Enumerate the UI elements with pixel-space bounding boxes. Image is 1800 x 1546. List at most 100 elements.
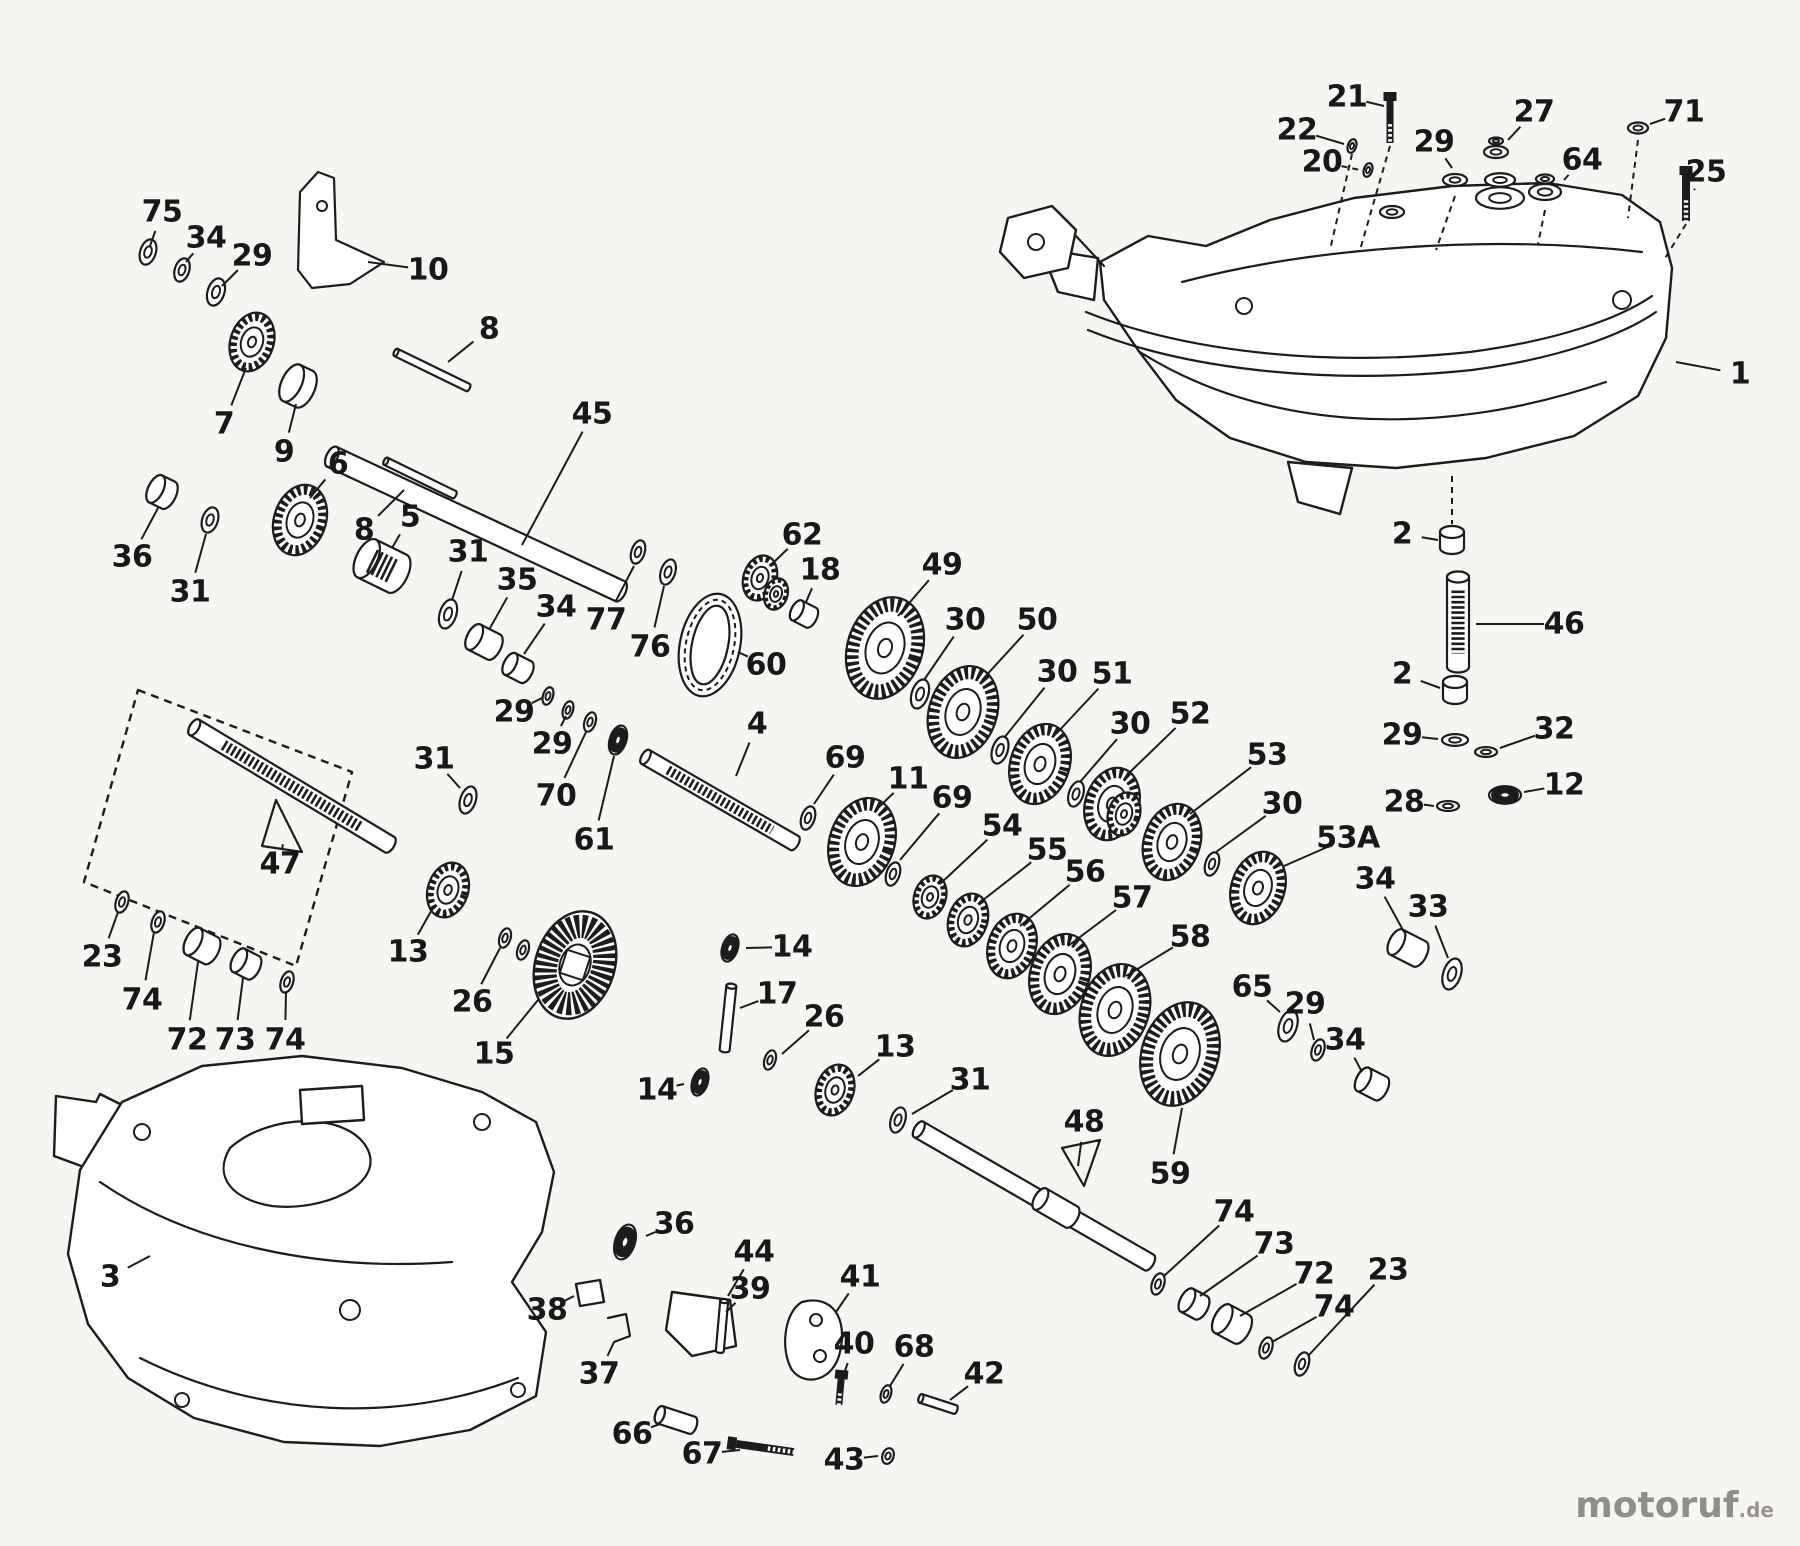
leader-line	[1127, 727, 1177, 775]
leader-line	[1239, 1283, 1298, 1317]
part-washer-31-b	[437, 598, 459, 630]
leader-line	[1283, 845, 1331, 867]
part-plug-64	[1527, 182, 1563, 202]
leader-line	[1163, 1224, 1220, 1277]
part-hub-link	[1074, 234, 1106, 268]
part-washer-69-a	[799, 805, 817, 831]
leader-line	[939, 838, 989, 885]
leader-line	[841, 1362, 849, 1381]
part-label-22: 22	[1276, 112, 1318, 148]
part-label-48: 48	[1063, 1104, 1105, 1140]
leader-line	[1523, 787, 1545, 793]
part-label-23: 23	[81, 939, 123, 975]
part-label-54: 54	[981, 808, 1023, 844]
part-bearing-14b	[690, 1067, 710, 1097]
leader-line	[1067, 909, 1117, 947]
watermark-logo: motoruf.de	[1575, 1485, 1774, 1526]
part-label-20: 20	[1301, 144, 1343, 180]
leader-line	[236, 977, 244, 1021]
part-label-74: 74	[1213, 1194, 1255, 1230]
part-spacer-38	[574, 1278, 606, 1308]
part-cap-27-top	[1487, 136, 1505, 146]
part-label-31: 31	[169, 574, 211, 610]
leader-line	[284, 991, 287, 1021]
part-cap-top	[1483, 172, 1517, 188]
part-label-8: 8	[353, 512, 375, 548]
part-gear-13a	[425, 861, 471, 919]
part-label-45: 45	[571, 396, 613, 432]
leader-line	[1444, 157, 1453, 169]
part-plate-41-hole-a	[809, 1313, 823, 1327]
part-bushing-2b	[1441, 674, 1469, 706]
part-label-61: 61	[573, 822, 615, 858]
part-label-26: 26	[803, 999, 845, 1035]
part-label-46: 46	[1543, 606, 1585, 642]
leader-line	[1499, 734, 1536, 749]
part-housing1-lug	[1286, 460, 1354, 516]
leader-line	[1199, 1254, 1259, 1297]
leader-line	[1215, 814, 1267, 853]
part-label-32: 32	[1533, 711, 1575, 747]
leader-line	[863, 1455, 879, 1459]
part-label-47: 47	[259, 846, 301, 882]
part-label-74: 74	[264, 1022, 306, 1058]
leader-line	[149, 230, 157, 247]
part-label-56: 56	[1064, 854, 1106, 890]
leader-line	[521, 431, 584, 546]
part-axle-47	[187, 718, 397, 854]
part-bolt-21	[1383, 92, 1397, 143]
part-bearing-14a	[720, 933, 740, 963]
part-bushing-72-a	[182, 926, 222, 966]
leader-line	[1383, 896, 1405, 933]
part-label-60: 60	[745, 647, 787, 683]
part-housing3-hole-b	[473, 1113, 491, 1131]
part-label-23: 23	[1367, 1252, 1409, 1288]
part-label-1: 1	[1729, 356, 1751, 392]
part-clip-75	[138, 238, 158, 266]
part-label-18: 18	[799, 552, 841, 588]
part-label-15: 15	[473, 1036, 515, 1072]
part-gear-57	[1028, 932, 1092, 1016]
part-assembly-dash-c	[1537, 209, 1546, 245]
part-label-5: 5	[399, 499, 421, 535]
leader-line	[897, 579, 930, 617]
leader-line	[188, 961, 199, 1021]
part-washer-32	[1473, 745, 1499, 759]
leader-line	[1077, 1141, 1083, 1167]
leader-line	[1693, 188, 1696, 191]
part-label-57: 57	[1111, 880, 1153, 916]
part-label-9: 9	[273, 434, 295, 470]
part-label-31: 31	[949, 1062, 991, 1098]
part-washer-23-b	[1293, 1351, 1311, 1377]
part-label-59: 59	[1149, 1156, 1191, 1192]
part-label-3: 3	[99, 1259, 121, 1295]
part-label-7: 7	[213, 406, 235, 442]
leader-line	[745, 946, 773, 949]
part-washer-70	[582, 711, 598, 733]
leader-line	[1353, 1057, 1363, 1073]
leader-line	[1315, 134, 1345, 145]
part-label-13: 13	[874, 1029, 916, 1065]
part-pin-8b	[382, 456, 458, 500]
leader-line	[194, 533, 207, 573]
part-washer-29-tr	[1441, 172, 1469, 188]
part-gear-6	[271, 483, 329, 557]
part-plug-64-top	[1534, 173, 1556, 185]
part-housing1-arm2	[1086, 310, 1658, 377]
part-label-31: 31	[447, 534, 489, 570]
part-washer-26-b	[515, 939, 531, 961]
leader-line	[564, 1295, 575, 1302]
leader-line	[1563, 174, 1570, 181]
part-gear-13b	[814, 1063, 856, 1117]
leader-line	[391, 533, 401, 549]
part-bushing-18	[788, 599, 820, 629]
leader-line	[923, 635, 955, 681]
part-gear-11	[827, 796, 897, 888]
part-label-13: 13	[387, 934, 429, 970]
leader-line	[377, 489, 405, 517]
leader-line	[1307, 1283, 1376, 1357]
part-washer-31-a	[200, 506, 220, 534]
part-bushing-73-b	[1177, 1287, 1211, 1321]
part-label-44: 44	[733, 1234, 775, 1270]
